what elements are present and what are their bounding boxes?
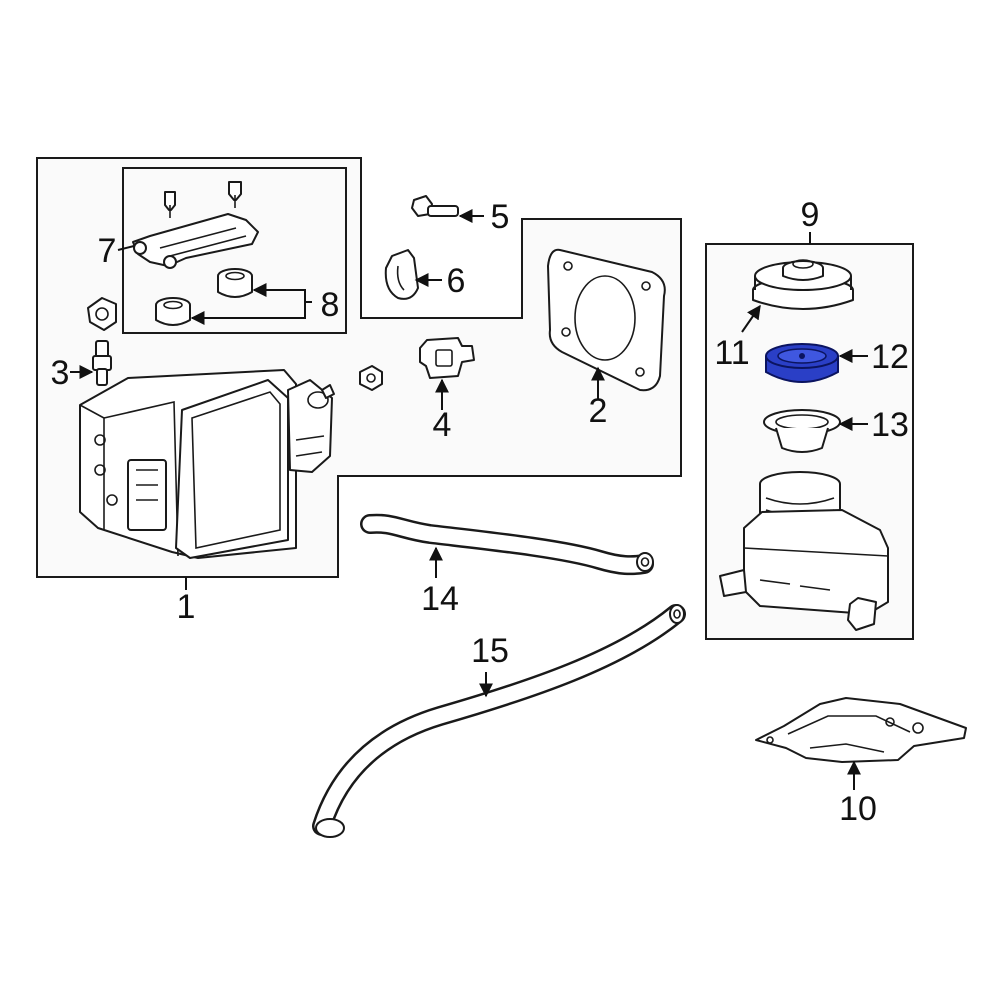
callout-7: 7	[98, 232, 117, 270]
part-3-sensor[interactable]	[92, 340, 112, 386]
callout-4: 4	[433, 406, 452, 444]
leader-11	[741, 304, 761, 333]
callout-13: 13	[871, 406, 909, 444]
part-15-hose[interactable]	[312, 604, 686, 838]
part-8-grommets[interactable]	[155, 268, 253, 326]
part-4-mount[interactable]	[419, 337, 475, 379]
part-5-bolt[interactable]	[411, 195, 459, 217]
leader-8	[194, 289, 312, 319]
callout-15: 15	[471, 632, 509, 670]
part-6-clip[interactable]	[384, 249, 419, 300]
callout-10: 10	[839, 790, 877, 828]
callout-3: 3	[51, 354, 70, 392]
callout-8: 8	[321, 286, 340, 324]
part-12-diaphragm[interactable]	[765, 343, 839, 383]
part-10-bracket[interactable]	[755, 697, 967, 763]
part-7-bracket[interactable]	[132, 181, 259, 269]
callout-14: 14	[421, 580, 459, 618]
callout-12: 12	[871, 338, 909, 376]
part-2-gasket[interactable]	[547, 248, 666, 392]
leader-7	[117, 245, 135, 251]
part-13-strainer[interactable]	[763, 409, 841, 453]
callout-9: 9	[801, 196, 820, 234]
part-14-hose[interactable]	[360, 513, 654, 576]
fitting-upper-left	[87, 297, 117, 331]
callout-6: 6	[447, 262, 466, 300]
callout-11: 11	[714, 334, 749, 372]
callout-2: 2	[589, 392, 608, 430]
nut	[359, 365, 383, 391]
callout-5: 5	[491, 198, 510, 236]
part-1-abs-unit[interactable]	[79, 369, 335, 559]
part-9-reservoir-tank[interactable]	[719, 471, 889, 631]
callout-1: 1	[177, 588, 196, 626]
part-11-reservoir-cap[interactable]	[752, 259, 854, 310]
